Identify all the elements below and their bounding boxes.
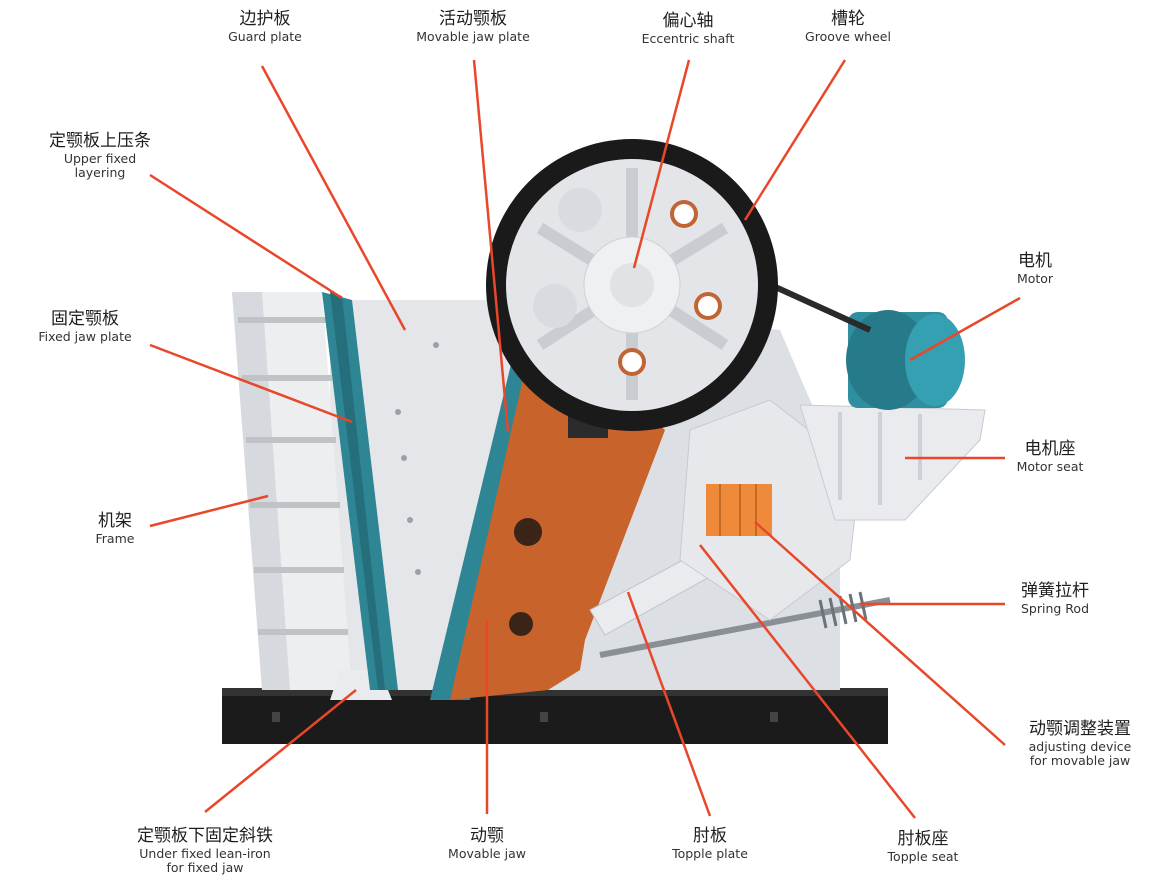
leader-guard-plate	[262, 66, 405, 330]
leader-groove-wheel	[745, 60, 845, 220]
groove-wheel	[486, 139, 778, 431]
leader-upper-fixed-layering	[150, 175, 342, 298]
